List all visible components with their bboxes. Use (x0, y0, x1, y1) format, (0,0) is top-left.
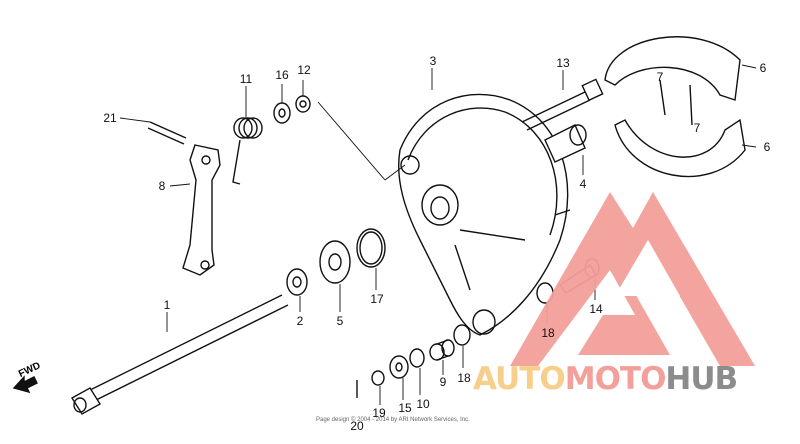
bolt-part-21 (147, 121, 187, 145)
brake-panel-part-3 (398, 93, 571, 336)
collar-part-5 (319, 240, 351, 284)
part-label-5: 5 (336, 314, 344, 328)
spring-part-11 (232, 117, 263, 185)
part-label-19: 19 (372, 406, 386, 420)
brake-cam-part-13 (521, 78, 604, 131)
part-label-13: 13 (556, 56, 570, 70)
washer-part-15 (389, 355, 409, 379)
part-label-2: 2 (296, 314, 304, 328)
part-label-8: 8 (158, 179, 166, 193)
part-label-7a: 7 (656, 70, 664, 84)
automotohub-logo-icon (510, 192, 755, 366)
part-label-3: 3 (429, 54, 437, 68)
part-label-14: 14 (589, 302, 603, 316)
part-label-15: 15 (398, 401, 412, 415)
o-ring-part-17 (356, 228, 386, 268)
axle-part-1 (71, 294, 289, 415)
brake-arm-part-8 (182, 144, 221, 276)
collar-part-9 (429, 339, 455, 361)
part-label-9: 9 (439, 375, 447, 389)
watermark-moto: MOTO (564, 361, 667, 397)
part-label-6b: 6 (763, 140, 771, 154)
washer-part-16 (273, 102, 291, 124)
part-label-11: 11 (239, 72, 253, 86)
seal-part-10 (409, 348, 425, 368)
watermark-auto: AUTO (473, 361, 566, 397)
part-label-18a: 18 (541, 326, 555, 340)
part-label-16: 16 (275, 68, 289, 82)
part-label-6a: 6 (759, 61, 767, 75)
part-label-7b: 7 (693, 121, 701, 135)
nut-part-12 (295, 95, 311, 113)
brake-shoe-part-6 (604, 36, 746, 178)
watermark-hub: HUB (665, 361, 738, 397)
part-label-17: 17 (370, 292, 384, 306)
fwd-arrow-icon (12, 375, 38, 394)
leader-lines (119, 64, 757, 405)
part-label-1: 1 (163, 298, 171, 312)
automotohub-watermark: AUTOMOTOHUB (473, 361, 738, 397)
part-label-20: 20 (350, 419, 364, 433)
part-label-21: 21 (103, 111, 117, 125)
nut-part-19 (371, 370, 385, 386)
part-label-10: 10 (416, 397, 430, 411)
copyright-footer: Page design © 2004 - 2014 by ARI Network… (316, 417, 470, 423)
part-label-18b: 18 (457, 371, 471, 385)
bushing-part-4 (544, 124, 587, 163)
part-label-12: 12 (297, 63, 311, 77)
part-label-4: 4 (579, 177, 587, 191)
washer-part-2 (286, 268, 308, 296)
